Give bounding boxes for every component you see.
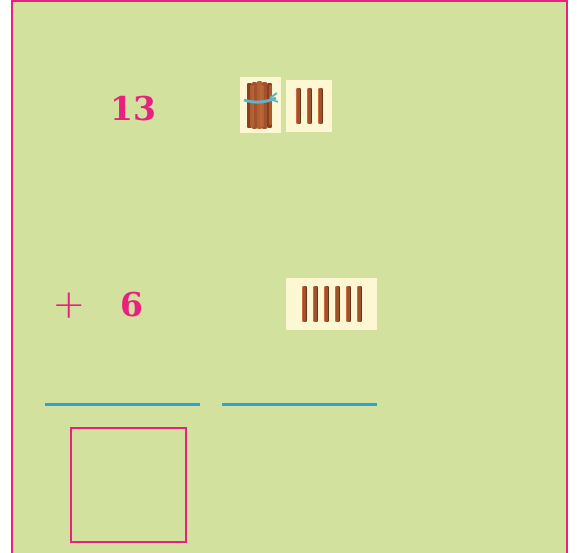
single-stick-icon bbox=[318, 88, 323, 124]
sum-line-right bbox=[222, 403, 377, 406]
bundle-of-ten-sticks-icon bbox=[240, 77, 281, 133]
six-single-sticks bbox=[286, 278, 377, 330]
plus-sign: + bbox=[52, 285, 86, 325]
single-stick-icon bbox=[296, 88, 301, 124]
sum-line-left bbox=[45, 403, 200, 406]
single-stick-icon bbox=[335, 286, 340, 322]
answer-box[interactable] bbox=[70, 427, 187, 543]
single-stick-icon bbox=[346, 286, 351, 322]
single-stick-icon bbox=[302, 286, 307, 322]
second-number: 6 bbox=[120, 288, 143, 321]
first-number: 13 bbox=[110, 92, 156, 125]
single-stick-icon bbox=[307, 88, 312, 124]
single-stick-icon bbox=[313, 286, 318, 322]
three-single-sticks bbox=[286, 80, 332, 132]
single-stick-icon bbox=[324, 286, 329, 322]
single-stick-icon bbox=[357, 286, 362, 322]
